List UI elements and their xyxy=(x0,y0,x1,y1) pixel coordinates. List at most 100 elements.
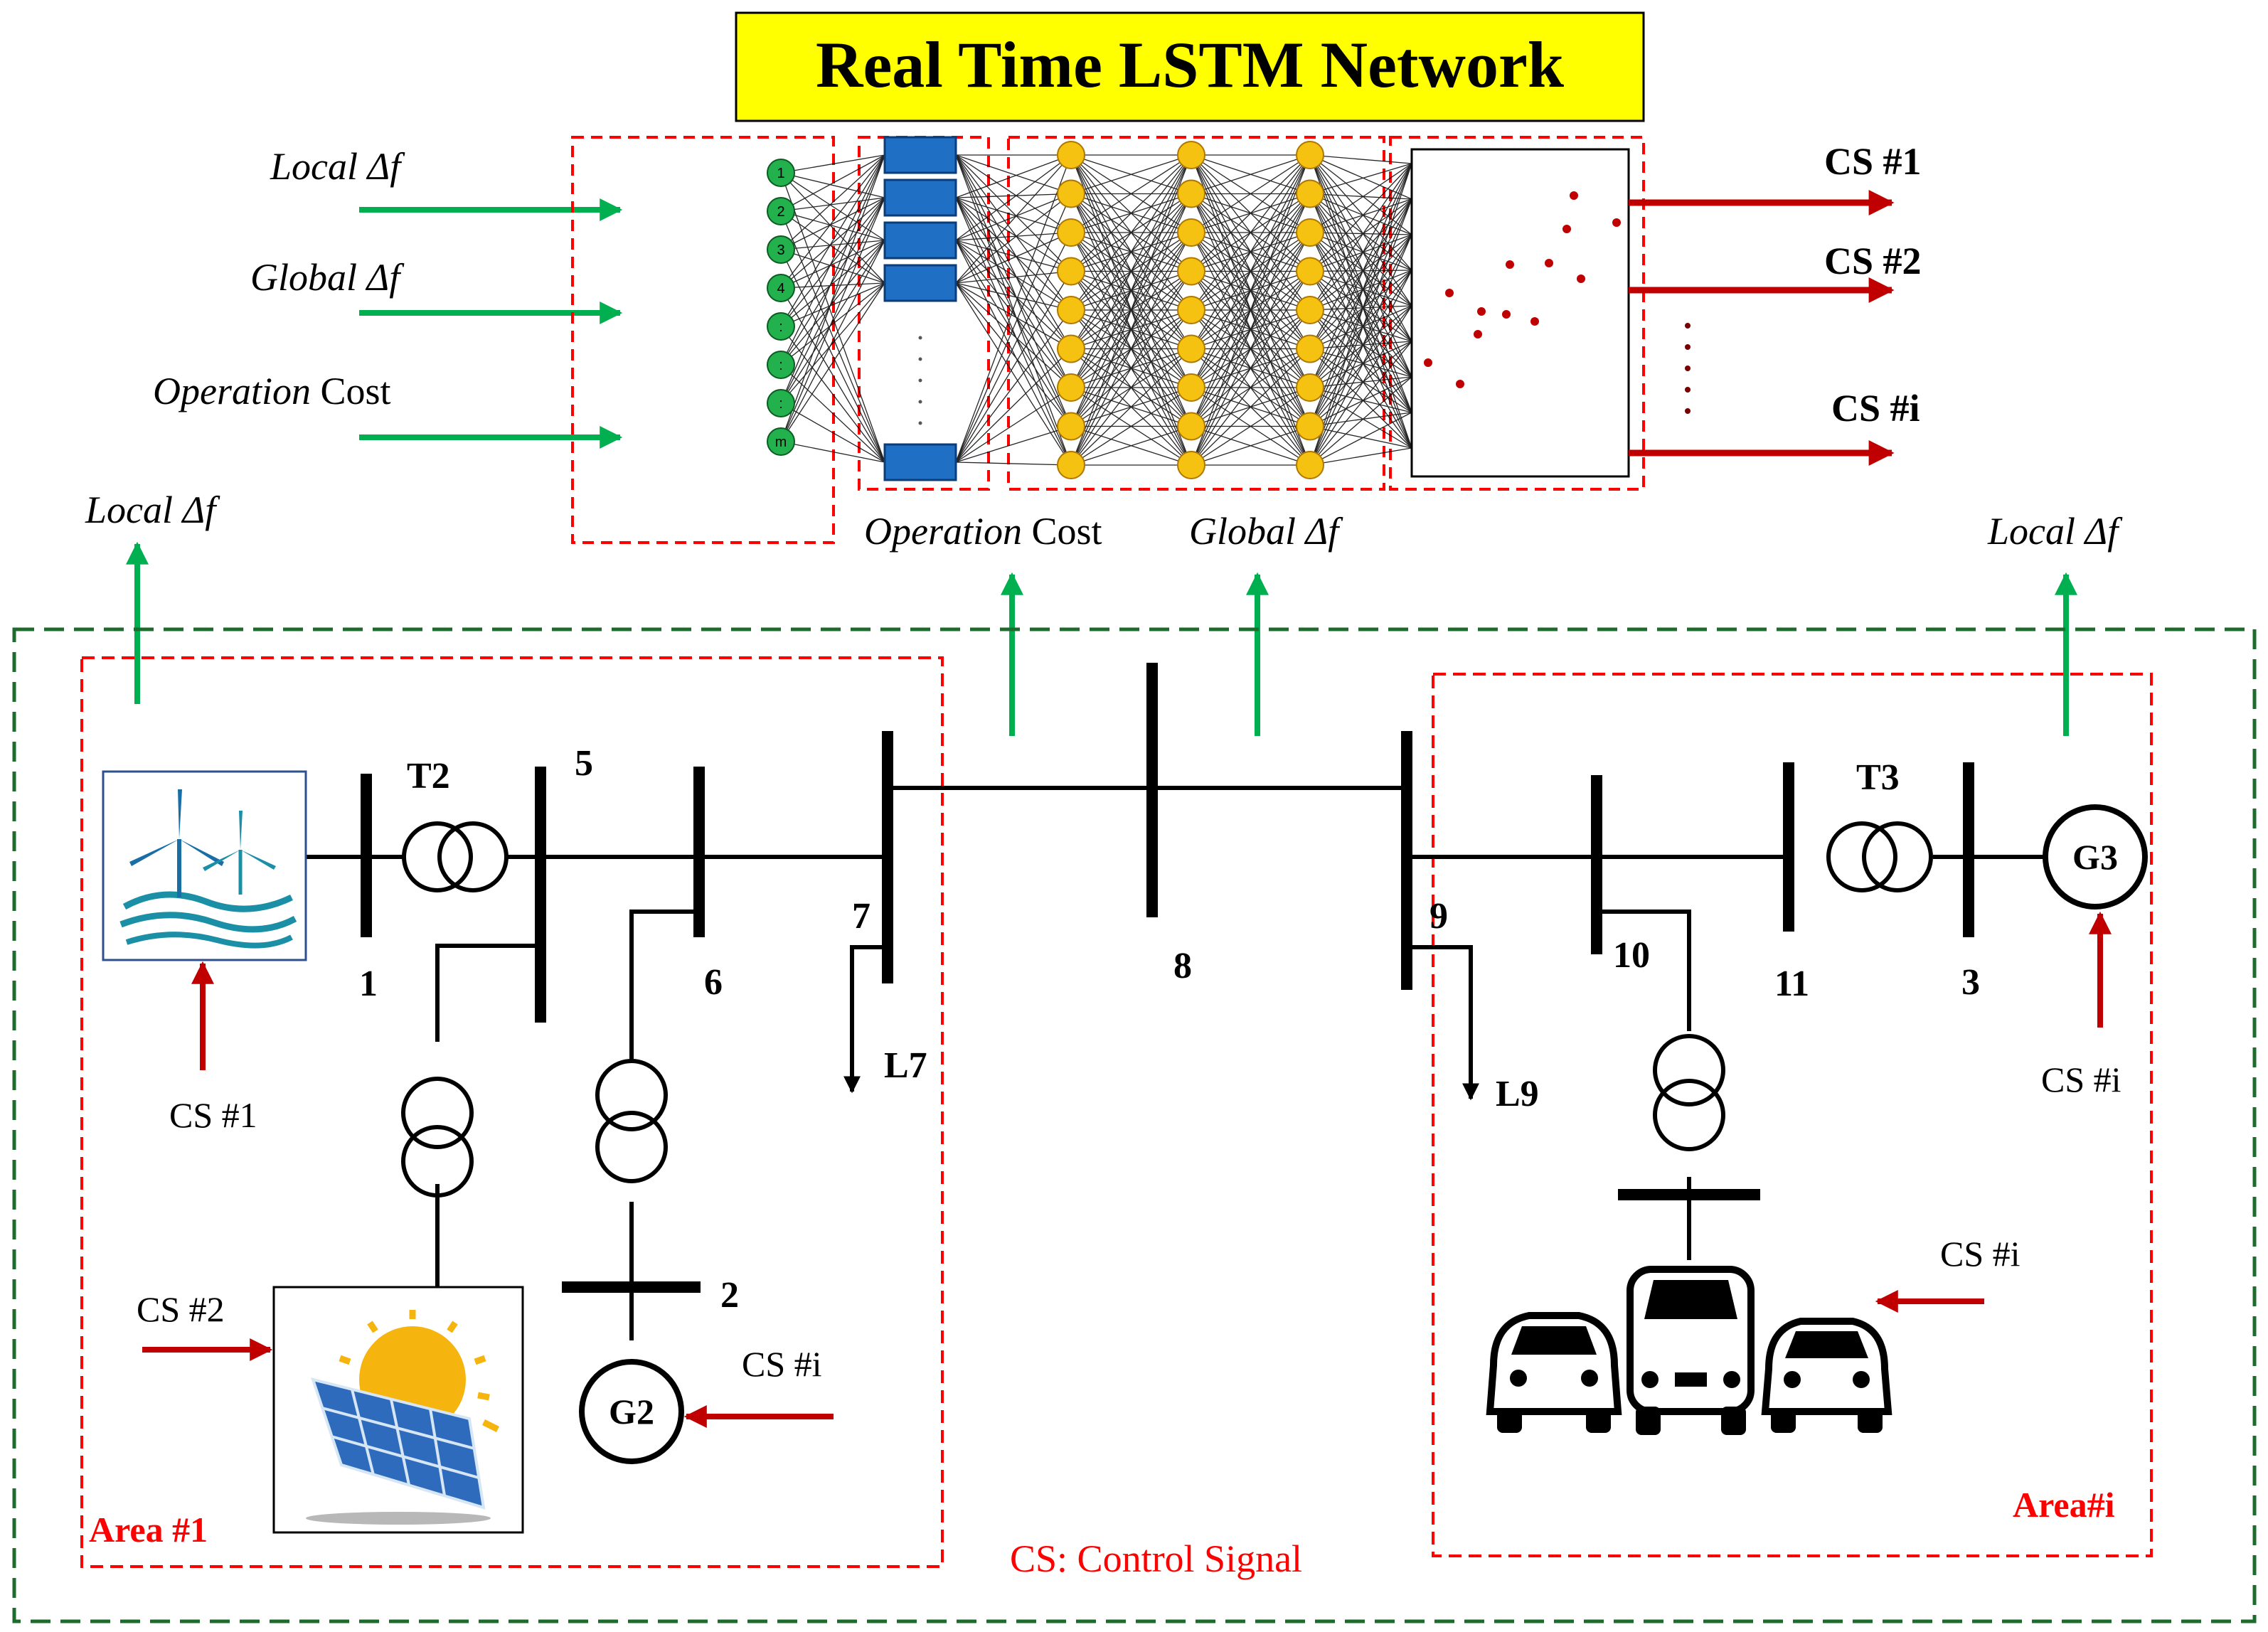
transformers xyxy=(401,821,1933,1198)
dense-node xyxy=(1057,334,1085,363)
input-label-operation-cost: Operation Cost xyxy=(153,370,391,412)
dense-node xyxy=(1177,334,1205,363)
bus-5-label: 5 xyxy=(575,743,593,784)
output-ellipsis xyxy=(1685,323,1691,414)
input-node-label: : xyxy=(779,358,783,373)
input-node: m xyxy=(767,427,795,456)
input-node: : xyxy=(767,312,795,341)
input-node-label: 4 xyxy=(777,281,784,297)
legend-text: CS: Control Signal xyxy=(1010,1537,1302,1580)
wind-farm-icon xyxy=(102,770,307,961)
bus-11-label: 11 xyxy=(1774,964,1809,1004)
lstm-ellipsis xyxy=(918,336,922,425)
dense-node xyxy=(1177,412,1205,441)
generator-g2-label: G2 xyxy=(609,1392,654,1431)
bus-10-label: 10 xyxy=(1613,935,1650,976)
output-label-cs1: CS #1 xyxy=(1824,140,1922,183)
generator-g2: G2 xyxy=(579,1359,684,1464)
dense-node xyxy=(1296,257,1324,286)
lstm-cell xyxy=(883,221,957,260)
area-i-box xyxy=(1432,673,2153,1557)
dense-node xyxy=(1296,179,1324,208)
output-plot xyxy=(1410,148,1630,478)
car-right-icon xyxy=(1761,1318,1892,1433)
electric-vehicles-icon xyxy=(1486,1266,1892,1435)
diagram-title: Real Time LSTM Network xyxy=(816,28,1565,101)
dense-node xyxy=(1057,451,1085,479)
feedback-label-local-left: Local Δf xyxy=(85,489,220,531)
input-node: 4 xyxy=(767,274,795,302)
bus-3-label: 3 xyxy=(1961,962,1980,1003)
load-l9-label: L9 xyxy=(1496,1074,1539,1114)
generator-g3: G3 xyxy=(2043,804,2148,910)
input-label-global-df: Global Δf xyxy=(250,256,405,299)
dense-node xyxy=(1296,373,1324,402)
transformer-solar xyxy=(401,1077,474,1198)
feedback-signals: Local Δf Operation Cost Global Δf Local … xyxy=(85,489,2123,736)
input-node: 1 xyxy=(767,159,795,187)
solar-panel-grid xyxy=(310,1377,486,1510)
bus-1-label: 1 xyxy=(359,964,378,1004)
lstm-cell xyxy=(883,136,957,174)
system-boundary xyxy=(12,627,2257,1623)
cs-label-wind: CS #1 xyxy=(169,1095,257,1135)
transformer-t2 xyxy=(402,821,509,892)
input-node-label: m xyxy=(775,434,787,450)
output-block xyxy=(1389,136,1645,491)
input-node: 2 xyxy=(767,197,795,225)
cs-label-g3: CS #i xyxy=(2041,1060,2121,1099)
output-points xyxy=(1424,191,1621,388)
dense-node xyxy=(1057,373,1085,402)
input-block xyxy=(571,136,835,544)
output-label-cs2: CS #2 xyxy=(1824,240,1922,282)
input-node: : xyxy=(767,351,795,379)
feedback-label-operation-cost: Operation Cost xyxy=(864,510,1102,553)
dense-nodes xyxy=(1057,141,1324,479)
area-i-label: Area#i xyxy=(2013,1485,2115,1525)
dense-node xyxy=(1296,218,1324,247)
input-node-label: 1 xyxy=(777,166,784,181)
transformer-t3-label: T3 xyxy=(1856,757,1900,798)
solar-panel-icon xyxy=(272,1286,524,1534)
dense-node xyxy=(1177,257,1205,286)
feedback-label-local-right: Local Δf xyxy=(1987,510,2123,553)
dense-node xyxy=(1177,179,1205,208)
lstm-cell xyxy=(883,264,957,302)
transformer-t2-label: T2 xyxy=(407,756,450,796)
dense-node xyxy=(1057,179,1085,208)
load-l7-label: L7 xyxy=(884,1045,927,1086)
dense-node xyxy=(1177,141,1205,169)
bus-vehicle-icon xyxy=(1627,1266,1755,1435)
dense-node xyxy=(1296,141,1324,169)
bus-6-label: 6 xyxy=(704,962,723,1003)
dense-node xyxy=(1177,451,1205,479)
dense-node xyxy=(1057,296,1085,324)
car-left-icon xyxy=(1486,1312,1622,1433)
cs-label-g2: CS #i xyxy=(742,1344,822,1384)
input-node: 3 xyxy=(767,235,795,264)
bus-labels: 1 5 6 7 8 9 10 11 3 2 T2 T3 L7 L9 xyxy=(359,743,1980,1316)
area-1-box xyxy=(80,656,944,1568)
bus-7-label: 7 xyxy=(852,896,871,937)
dense-node xyxy=(1296,296,1324,324)
transformer-ev xyxy=(1653,1034,1725,1151)
dense-node xyxy=(1296,451,1324,479)
dense-node xyxy=(1177,373,1205,402)
lstm-cell xyxy=(883,443,957,481)
load-l7-arrow xyxy=(843,945,888,1094)
buses xyxy=(361,663,1974,1293)
dense-node xyxy=(1057,141,1085,169)
bus-9-label: 9 xyxy=(1430,896,1448,937)
lstm-cells xyxy=(883,136,957,481)
load-l9-arrow xyxy=(1407,945,1479,1101)
input-label-local-df: Local Δf xyxy=(270,145,405,188)
feedback-label-global-df: Global Δf xyxy=(1189,510,1343,553)
input-node: : xyxy=(767,389,795,417)
cs-label-solar: CS #2 xyxy=(137,1289,225,1329)
network-connections xyxy=(780,154,1412,466)
bus-8-label: 8 xyxy=(1173,946,1192,986)
dense-node xyxy=(1296,412,1324,441)
title-box: Real Time LSTM Network xyxy=(735,11,1645,122)
